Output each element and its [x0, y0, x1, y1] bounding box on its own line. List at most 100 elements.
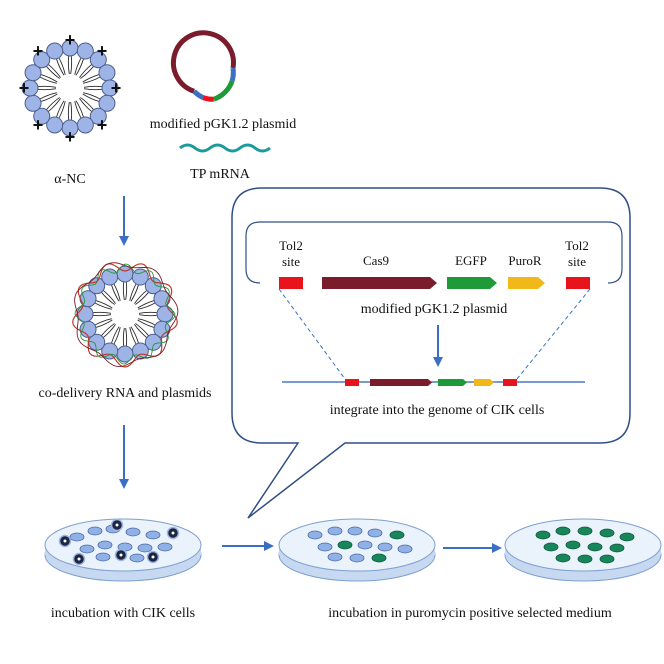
lipid-tail: [103, 324, 116, 338]
lipid-tail: [40, 74, 58, 83]
lipid-tail: [58, 57, 66, 75]
cik-cell: [347, 526, 363, 536]
lipid-tail: [111, 284, 120, 302]
cik-cell: [79, 544, 95, 554]
lipid-head-bead: [24, 64, 42, 82]
cik-cell: [125, 527, 141, 537]
plasmid-ring: [171, 30, 236, 102]
gfp-positive-cell: [619, 532, 635, 542]
lipid-tail: [67, 101, 70, 121]
tol2-right-label-1: Tol2: [565, 238, 589, 253]
lipid-tail: [82, 93, 100, 102]
integrate-label: integrate into the genome of CIK cells: [330, 403, 545, 418]
lipid-head-bead: [33, 107, 51, 125]
lipid-tail: [37, 88, 57, 91]
positive-charges: ++++++++: [19, 30, 122, 147]
lipid-tail: [95, 300, 113, 309]
lipid-tail: [74, 57, 82, 75]
lipid-tail: [80, 66, 94, 79]
nanocarrier-core: [115, 523, 119, 527]
lipid-tail: [129, 283, 137, 301]
lipid-tail: [135, 292, 149, 305]
lipid-tail: [79, 98, 92, 112]
lipid-head-bead: [98, 94, 116, 112]
lipid-tail: [103, 290, 116, 304]
nanocarrier-core: [151, 555, 155, 559]
plasmid-segment-blue2: [229, 67, 236, 82]
cik-cell: [69, 532, 85, 542]
cik-cell: [327, 552, 343, 562]
tol2-left-label-2: site: [282, 254, 300, 269]
lipid-tail: [67, 55, 70, 75]
plasmid-segment-blue: [192, 89, 205, 100]
lipid-tail: [46, 97, 60, 110]
lipid-head-bead: [46, 42, 64, 60]
tol2-left-label-1: Tol2: [279, 238, 303, 253]
dashed-right: [516, 288, 591, 380]
gfp-positive-cell: [587, 542, 603, 552]
gfp-positive-cell: [577, 526, 593, 536]
lipid-tail: [134, 290, 147, 304]
lipid-tail: [83, 88, 103, 91]
gfp-positive-cell: [535, 530, 551, 540]
plus-charge: +: [65, 127, 76, 147]
lipid-tail: [83, 76, 101, 84]
gfp-positive-cell: [543, 542, 559, 552]
egfp-block: [447, 277, 497, 289]
lipid-tail: [129, 327, 137, 345]
lipid-tail: [80, 97, 94, 110]
gfp-positive-cell: [599, 554, 615, 564]
lipid-tail: [138, 311, 158, 314]
lipid-tail: [130, 284, 139, 302]
cik-cell: [357, 540, 373, 550]
lipid-head-bead: [33, 51, 51, 69]
lipid-tail: [125, 281, 128, 301]
plasmid-coil: [72, 263, 178, 368]
lipid-tail: [122, 281, 125, 301]
dish-incubation-cik: [44, 518, 202, 582]
dish-puromycin-selected: [504, 518, 662, 582]
plus-charge: +: [33, 41, 44, 61]
cik-cell: [367, 528, 383, 538]
cas9-label: Cas9: [363, 253, 389, 268]
tp-mrna-label: TP mRNA: [190, 167, 251, 182]
plus-charge: +: [97, 41, 108, 61]
lipid-tail: [94, 318, 112, 326]
lipid-tail: [134, 324, 147, 338]
co-delivery-complex: [72, 262, 179, 368]
puror-block: [508, 277, 545, 289]
gfp-positive-cell: [565, 540, 581, 550]
gfp-positive-cell: [389, 530, 405, 540]
lipid-head-bead: [76, 116, 94, 134]
lipid-tail: [95, 319, 113, 328]
plasmid-segment-green: [212, 79, 235, 102]
cik-cell: [129, 553, 145, 563]
nanocarrier-core: [171, 531, 175, 535]
plus-charge: +: [97, 115, 108, 135]
lipid-tail: [94, 302, 112, 310]
codelivery-label: co-delivery RNA and plasmids: [38, 386, 211, 401]
tol2-right-label-2: site: [568, 254, 586, 269]
lipid-tail: [75, 100, 84, 118]
mrna-wave: [179, 143, 271, 153]
lipid-tail: [130, 326, 139, 344]
gfp-positive-cell: [555, 526, 571, 536]
lipid-tail: [125, 327, 128, 347]
cik-cell: [307, 530, 323, 540]
lipid-tail: [83, 92, 101, 100]
puror-label: PuroR: [508, 253, 542, 268]
gfp-positive-cell: [609, 543, 625, 553]
plasmid-segment-cas9: [171, 30, 236, 94]
cik-cell: [87, 526, 103, 536]
incubation-cik-label: incubation with CIK cells: [51, 606, 195, 621]
plus-charge: +: [19, 78, 30, 98]
plus-charge: +: [65, 30, 76, 50]
lipid-tail: [138, 318, 156, 326]
cik-cell: [327, 526, 343, 536]
cik-cell: [397, 544, 413, 554]
tol2-left-block: [279, 277, 303, 289]
lipid-tail: [46, 66, 60, 79]
lipid-tail: [56, 100, 65, 118]
callout-bubble: [231, 187, 631, 519]
